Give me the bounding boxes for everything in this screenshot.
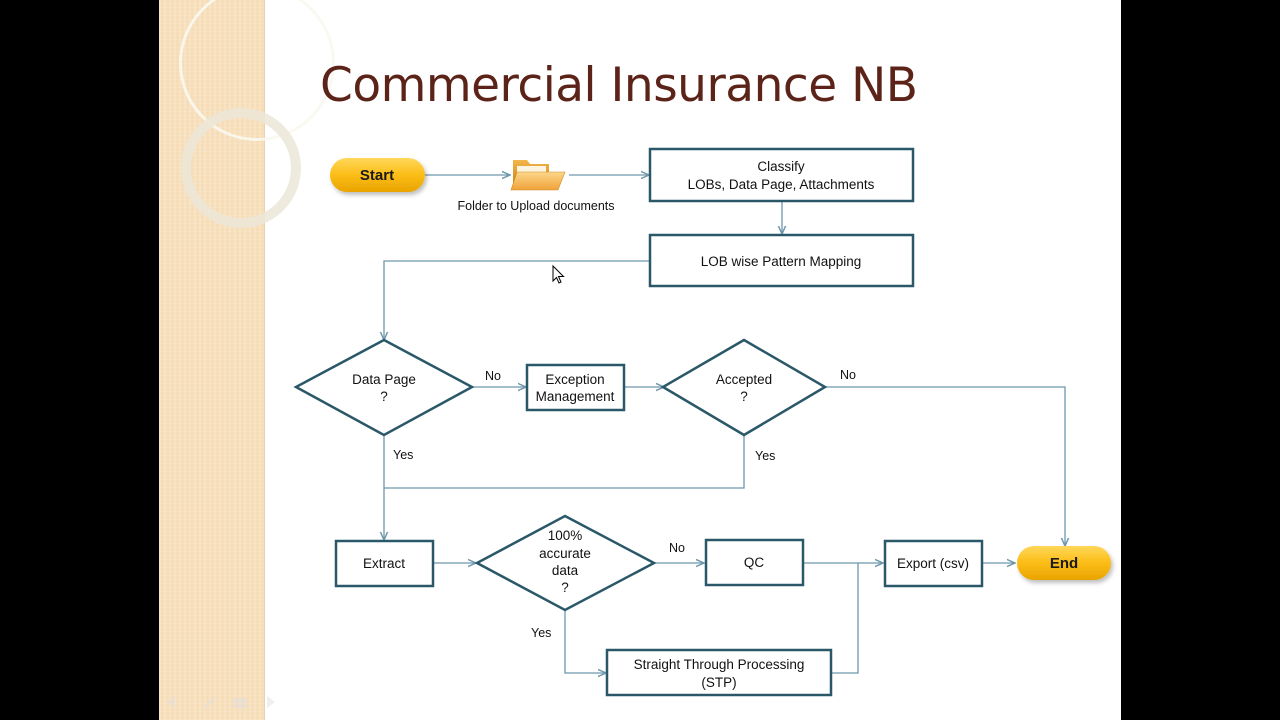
edge-label-accurate-no: No (669, 541, 685, 555)
exception-label-line1: Exception (545, 372, 604, 387)
qc-label: QC (744, 555, 765, 570)
classify-label-line2: LOBs, Data Page, Attachments (688, 177, 875, 192)
start-label: Start (360, 167, 394, 184)
decorative-side-panel (159, 0, 335, 720)
classify-box: Classify LOBs, Data Page, Attachments (648, 147, 915, 203)
next-slide-icon[interactable] (267, 696, 275, 708)
stp-box: Straight Through Processing (STP) (605, 648, 833, 697)
stp-label-line2: (STP) (701, 675, 736, 690)
slideshow-controls (167, 696, 275, 709)
qc-box: QC (704, 538, 805, 587)
accurate-data-decision: 100% accurate data ? (474, 514, 657, 612)
slide: Commercial Insurance NB (159, 0, 1121, 720)
flowchart: Start Folder to Upload documents Classif… (167, 147, 1111, 709)
export-label: Export (csv) (897, 556, 969, 571)
export-box: Export (csv) (883, 539, 984, 588)
accurate-label-line1: 100% (548, 528, 583, 543)
mouse-cursor-icon (552, 264, 565, 284)
edge-label-accepted-no: No (840, 368, 856, 382)
menu-icon[interactable] (233, 698, 247, 708)
connectors (384, 175, 1065, 673)
folder-label: Folder to Upload documents (457, 199, 614, 213)
accepted-label-line2: ? (740, 389, 748, 404)
accepted-label-line1: Accepted (716, 372, 772, 387)
arrow-accurate-yes (564, 610, 606, 673)
exception-management-box: Exception Management (525, 363, 626, 412)
decorative-ring (181, 108, 301, 228)
start-terminal: Start (330, 158, 425, 192)
extract-label: Extract (363, 556, 405, 571)
end-label: End (1050, 555, 1078, 572)
arrow-accepted-yes (384, 435, 745, 489)
edge-label-accurate-yes: Yes (531, 626, 551, 640)
pen-icon[interactable] (203, 697, 215, 709)
stp-label-line1: Straight Through Processing (634, 657, 805, 672)
arrow-mapping-to-datapage (384, 260, 649, 340)
pattern-mapping-box: LOB wise Pattern Mapping (648, 233, 915, 288)
classify-label-line1: Classify (757, 159, 805, 174)
accepted-decision: Accepted ? (660, 338, 828, 437)
accurate-label-line2: accurate (539, 546, 591, 561)
edge-label-data-page-no: No (485, 369, 501, 383)
data-page-label-line1: Data Page (352, 372, 416, 387)
end-terminal: End (1017, 546, 1111, 580)
accurate-label-line3: data (552, 563, 579, 578)
arrow-stp-to-export (831, 563, 859, 674)
arrow-accepted-no-to-end (825, 386, 1065, 546)
edge-labels: No Yes No Yes No Yes (393, 368, 856, 640)
slide-title: Commercial Insurance NB (320, 58, 918, 113)
edge-label-accepted-yes: Yes (755, 449, 775, 463)
previous-slide-icon[interactable] (167, 696, 175, 708)
extract-box: Extract (334, 539, 435, 588)
data-page-decision: Data Page ? (293, 338, 475, 437)
data-page-label-line2: ? (380, 389, 388, 404)
pattern-mapping-label: LOB wise Pattern Mapping (701, 254, 862, 269)
exception-label-line2: Management (536, 389, 615, 404)
edge-label-data-page-yes: Yes (393, 448, 413, 462)
accurate-label-line4: ? (561, 580, 569, 595)
folder-icon (510, 160, 566, 191)
